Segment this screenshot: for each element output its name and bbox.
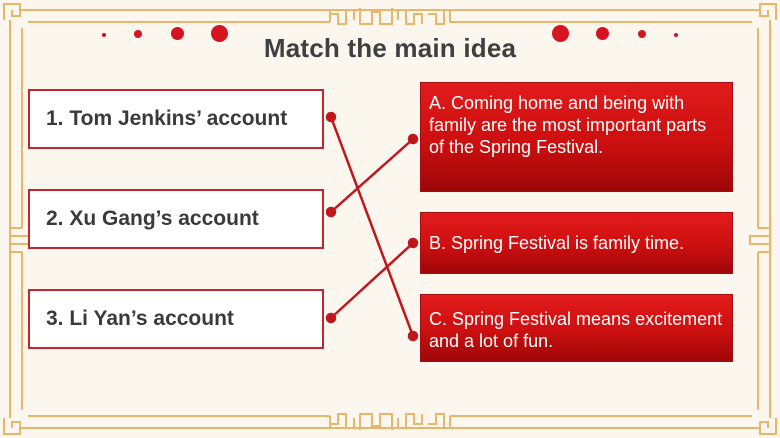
account-label: 2. Xu Gang’s account	[46, 207, 259, 230]
decorative-dot	[211, 25, 228, 42]
idea-item-c[interactable]: C. Spring Festival means excitement and …	[420, 294, 733, 362]
decorative-dot	[102, 33, 106, 37]
account-item-2[interactable]: 2. Xu Gang’s account	[28, 189, 324, 249]
page-title: Match the main idea	[263, 33, 517, 63]
account-label: 3. Li Yan’s account	[46, 307, 234, 330]
decorative-dot	[674, 33, 678, 37]
account-label: 1. Tom Jenkins’ account	[46, 107, 288, 130]
decorative-dot	[638, 30, 646, 38]
account-item-3[interactable]: 3. Li Yan’s account	[28, 289, 324, 349]
decorative-dot	[134, 30, 142, 38]
decorative-dot	[171, 27, 184, 40]
idea-label: C. Spring Festival means excitement and …	[429, 309, 723, 351]
decorative-dot	[596, 27, 609, 40]
idea-label: B. Spring Festival is family time.	[429, 233, 685, 253]
idea-item-a[interactable]: A. Coming home and being with family are…	[420, 82, 733, 192]
account-item-1[interactable]: 1. Tom Jenkins’ account	[28, 89, 324, 149]
idea-item-b[interactable]: B. Spring Festival is family time.	[420, 212, 733, 274]
decorative-dot	[552, 25, 569, 42]
idea-label: A. Coming home and being with family are…	[429, 93, 707, 157]
